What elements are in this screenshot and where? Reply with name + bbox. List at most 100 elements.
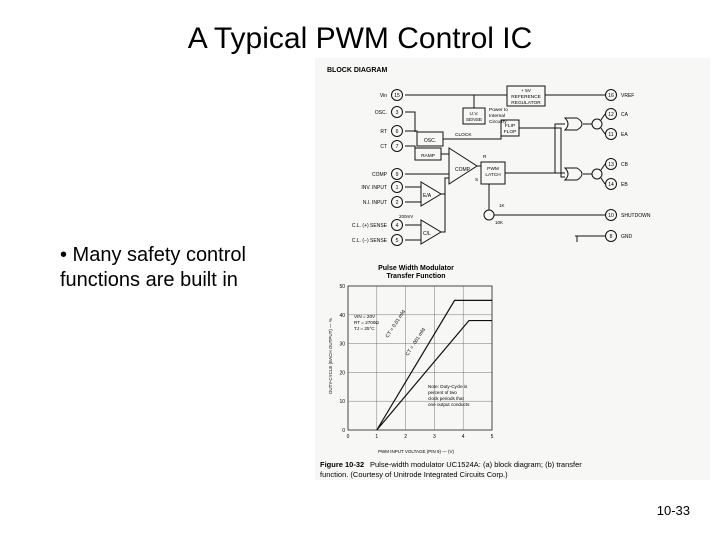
chart-series-line [376,319,492,431]
right-pin-name: CB [621,162,629,168]
comp-label: COMP [455,167,471,173]
ea-label: E/A [423,193,432,199]
wire-cb [600,163,606,171]
left-pin-circle [391,125,403,137]
right-pin-circle [605,128,617,140]
regulator-label-2: REFERENCE [511,94,541,100]
right-pin-number: 12 [608,112,614,118]
chart-y-tick-label: 40 [339,313,345,319]
output-transistor-b [591,168,603,180]
left-pin-number: 15 [394,93,400,99]
left-pin-circle [391,234,403,246]
power-note-2: Internal [489,113,505,119]
left-pin-number: 9 [396,172,399,178]
power-note-1: Power to [489,107,508,113]
right-pin-name: EB [621,182,628,188]
left-pin-name: CT [380,144,387,150]
output-gate-b [563,167,583,181]
wire-latch-gates [505,123,565,174]
caption-line2: function. (Courtesy of Unitrode Integrat… [320,470,508,479]
uv-sense-label-1: U.V. [470,111,479,117]
left-pin-name: Vin [380,93,387,99]
right-pin-number: 8 [610,234,613,240]
uv-sense-label-2: SENSE [466,117,482,123]
page-number: 10-33 [656,503,690,518]
chart-x-tick-label: 4 [462,434,465,440]
label-10k: 10K [495,220,503,225]
label-200mv: 200mV [399,214,413,219]
left-pin-name: COMP [372,172,388,178]
regulator-label-3: REGULATOR [511,100,541,106]
left-pin-number: 5 [396,238,399,244]
label-r: R [483,154,487,160]
left-pin-number: 3 [396,110,399,116]
figure-label: Figure 10-32 [320,460,364,469]
left-pin-circle [391,106,403,118]
left-pin-number: 1 [396,185,399,191]
left-pin-number: 7 [396,144,399,150]
reference-regulator-block [506,85,546,107]
clock-label: CLOCK [455,132,472,138]
left-pin-circle [391,181,403,193]
right-pin-name: CA [621,112,629,118]
block-diagram-heading: BLOCK DIAGRAM [327,67,387,74]
right-pin-name: SHUTDOWN [621,213,651,219]
wire-ea-out [600,127,606,135]
chart-y-tick-label: 20 [339,370,345,376]
chart-note-text: percent of two [428,390,457,395]
current-limit-triangle [420,219,442,245]
right-pin-circle [605,178,617,190]
figure-caption: Figure 10-32 Pulse-width modulator UC152… [320,460,582,479]
left-pin-circle [391,219,403,231]
chart-series-label: CT = 0.01 mfd [385,309,407,339]
chart-x-tick-label: 5 [491,434,494,440]
caption-line1: Pulse-width modulator UC1524A: (a) block… [370,460,582,469]
right-pin-number: 16 [608,93,614,99]
regulator-label-1: + 5V [521,88,532,94]
left-pin-name: C.L. (−) SENSE [352,238,388,244]
chart-condition-text: VIN = 20V [354,314,376,319]
pwm-latch-label-1: PWM [487,166,499,172]
chart-x-tick-label: 2 [404,434,407,440]
wire-rt [405,130,418,136]
wire-ca [600,113,606,121]
left-pin-circle [391,89,403,101]
chart-note-text: clock periods that [428,396,464,401]
left-pin-number: 2 [396,200,399,206]
right-pin-circle [605,108,617,120]
left-pin-number: 6 [396,129,399,135]
wire-cl-comp [441,194,446,233]
left-pin-number: 4 [396,223,399,229]
svg-text:Figure 10-32: Figure 10-32 [320,460,364,469]
right-pin-name: GND [621,234,633,240]
left-pin-name: N.I. INPUT [363,200,387,206]
left-pin-name: INV. INPUT [361,185,387,191]
chart-y-tick-label: 0 [342,428,345,434]
chart-series-line [376,299,492,431]
scanned-figure-background [315,58,710,480]
bullet-text: • Many safety control functions are buil… [60,244,246,291]
chart-title-line1: Pulse Width Modulator [378,265,454,272]
wire-ct [405,145,416,152]
error-amp-triangle [420,181,442,207]
left-pin-name: RT [380,129,387,135]
chart-x-tick-label: 3 [433,434,436,440]
wire-ff-gates [519,127,565,178]
chart-condition-text: RT = 2700Ω [354,320,379,325]
left-pin-circle [391,196,403,208]
pwm-latch-label-2: LATCH [485,172,501,178]
right-pin-circle [605,158,617,170]
left-pin-circle [391,168,403,180]
chart-x-axis-label: PWM INPUT VOLTAGE (PIN 9) — (V) [378,449,455,454]
chart-x-tick-label: 0 [347,434,350,440]
right-pin-number: 10 [608,213,614,219]
chart-note-text: Note: Duty-Cycle is [428,384,468,389]
right-pin-circle [605,230,617,242]
chart-note-text: one output conducts [428,402,470,407]
